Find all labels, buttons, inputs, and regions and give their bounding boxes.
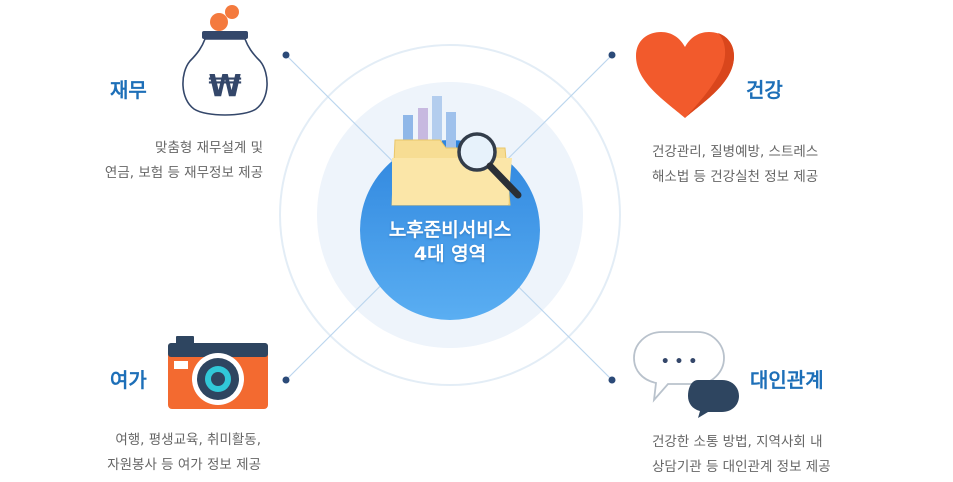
connector-dot-top-right <box>608 51 616 59</box>
camera-icon <box>168 336 268 409</box>
center-label: 노후준비서비스 4대 영역 <box>360 218 540 266</box>
area-desc-leisure-line1: 여행, 평생교육, 취미활동, <box>115 432 261 448</box>
heart-icon <box>636 32 734 118</box>
area-desc-finance-line2: 연금, 보험 등 재무정보 제공 <box>104 165 263 181</box>
center-label-line2: 4대 영역 <box>413 243 487 265</box>
connector-dot-top-left <box>282 51 290 59</box>
area-title-health: 건강 <box>746 78 783 102</box>
area-title-finance: 재무 <box>110 78 147 102</box>
ellipsis-dots: • • • <box>661 354 698 370</box>
folder-search-icon <box>391 96 522 206</box>
area-desc-relations: 건강한 소통 방법, 지역사회 내 상담기관 등 대인관계 정보 제공 <box>652 430 831 480</box>
connector-dot-bottom-left <box>282 376 290 384</box>
area-desc-finance: 맞춤형 재무설계 및 연금, 보험 등 재무정보 제공 <box>48 136 263 186</box>
won-symbol: ₩ <box>208 69 241 104</box>
area-title-relations: 대인관계 <box>750 368 824 392</box>
area-title-leisure: 여가 <box>110 368 147 392</box>
area-desc-health-line1: 건강관리, 질병예방, 스트레스 <box>652 144 819 160</box>
connector-dot-bottom-right <box>608 376 616 384</box>
area-desc-relations-line2: 상담기관 등 대인관계 정보 제공 <box>652 459 831 475</box>
money-bag-icon: ₩ <box>182 5 268 116</box>
area-desc-relations-line1: 건강한 소통 방법, 지역사회 내 <box>652 434 823 450</box>
area-desc-health: 건강관리, 질병예방, 스트레스 해소법 등 건강실천 정보 제공 <box>652 140 818 190</box>
area-desc-finance-line1: 맞춤형 재무설계 및 <box>155 140 263 156</box>
area-desc-health-line2: 해소법 등 건강실천 정보 제공 <box>652 169 819 185</box>
area-desc-leisure-line2: 자원봉사 등 여가 정보 제공 <box>107 457 261 473</box>
area-desc-leisure: 여행, 평생교육, 취미활동, 자원봉사 등 여가 정보 제공 <box>48 428 261 478</box>
speech-bubbles-icon: • • • <box>633 331 739 418</box>
center-label-line1: 노후준비서비스 <box>388 219 512 241</box>
